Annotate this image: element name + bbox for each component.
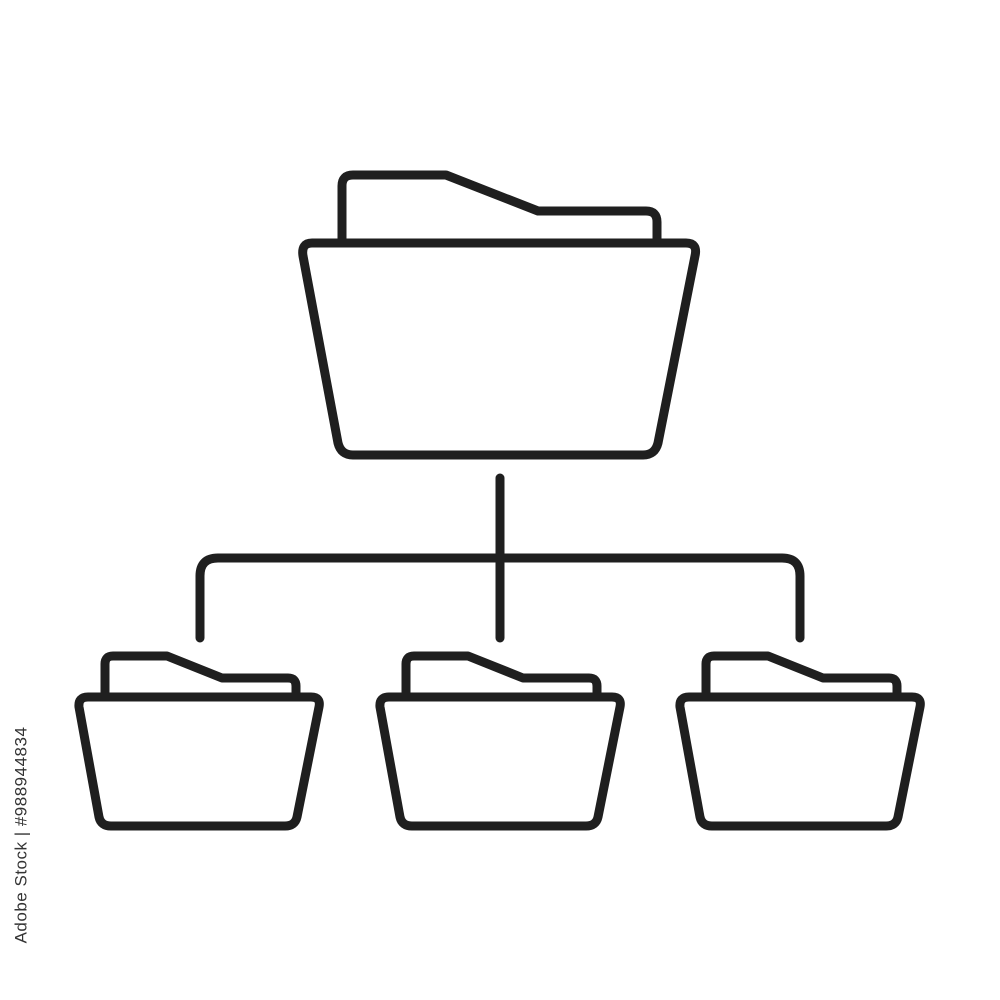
root-folder-back-icon [337, 170, 662, 247]
child-folder-back-icon [701, 651, 902, 701]
child-folder-back-icon [401, 651, 602, 701]
root-folder-icon [298, 170, 701, 460]
root-folder-front-icon [298, 238, 701, 460]
child-folder-icon [74, 651, 324, 831]
child-folder-icon [375, 651, 625, 831]
child-folder-front-icon [375, 692, 625, 831]
branch-connector [195, 553, 805, 643]
tree-connectors [195, 473, 805, 643]
stock-id-label: Adobe Stock | #988944834 [6, 727, 36, 944]
child-folder-front-icon [74, 692, 324, 831]
child-folder-back-icon [100, 651, 301, 701]
child-folder-front-icon [675, 692, 925, 831]
stock-id-text: Adobe Stock | #988944834 [11, 726, 30, 944]
child-folder-icon [675, 651, 925, 831]
